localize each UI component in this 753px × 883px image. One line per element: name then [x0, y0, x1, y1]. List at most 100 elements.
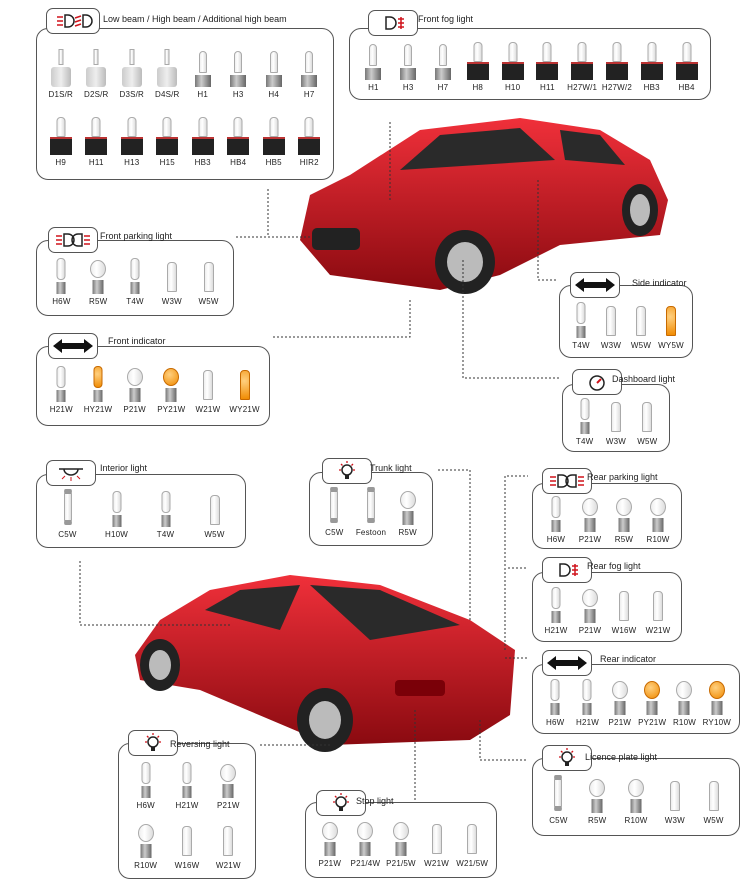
- xenon-bulb-icon: [121, 47, 143, 87]
- wedge-bulb-icon: [636, 394, 658, 434]
- bulb-rays-icon: [128, 730, 178, 756]
- group-title: Front indicator: [108, 336, 166, 346]
- bulb-item: R5W: [81, 254, 116, 306]
- wedge-bulb-icon: [204, 487, 226, 527]
- bulb-item: H6W: [126, 758, 166, 810]
- bulb-item: D1S/R: [44, 47, 77, 99]
- wedge-bulb-icon: [198, 254, 220, 294]
- xenon-bulb-icon: [85, 47, 107, 87]
- bulb-item: HY21W: [81, 362, 115, 414]
- bulb-label: W16W: [174, 861, 200, 870]
- parking-light-icon: [542, 468, 592, 494]
- bulb-item: W5W: [695, 773, 732, 825]
- bulb-item: P21W: [574, 492, 607, 544]
- group-title: Reversing light: [170, 739, 230, 749]
- bulb-label: W3W: [161, 297, 182, 306]
- bulb-item: HB4: [671, 40, 702, 92]
- capsule-bulb-icon: [155, 487, 177, 527]
- capsule-bulb-icon: [176, 758, 198, 798]
- bulb-item: WY21W: [227, 362, 261, 414]
- bulb-label: H6W: [545, 718, 565, 727]
- double-arrow-icon: [570, 272, 620, 298]
- group-title: Side indicator: [632, 278, 687, 288]
- festoon-bulb-icon: [57, 487, 79, 527]
- bulb-label: H21W: [575, 718, 599, 727]
- bulb-item: R10W: [126, 818, 166, 870]
- bulb-item: P21W: [313, 816, 347, 868]
- bulb-label: P21/4W: [350, 859, 381, 868]
- bulb-label: H10: [504, 83, 521, 92]
- bulb-item: D3S/R: [115, 47, 148, 99]
- bulb-label: RY10W: [702, 718, 732, 727]
- bulb-label: P21W: [578, 626, 602, 635]
- halogen-bulb-icon: [362, 40, 384, 80]
- bulb-item: P21W: [117, 362, 151, 414]
- bulb-label: H11: [540, 83, 555, 92]
- bulb-label: R10W: [624, 816, 648, 825]
- bulb-item: W3W: [154, 254, 189, 306]
- halogen-bulb-icon: [263, 47, 285, 87]
- bulb-item: H27W/1: [567, 40, 598, 92]
- ball-bulb-icon: [354, 816, 376, 856]
- bulb-label: D3S/R: [119, 90, 145, 99]
- bulb-item: H7: [427, 40, 458, 92]
- bulb-item: W21W: [208, 818, 248, 870]
- wedge-bulb-icon: [660, 298, 682, 338]
- bulb-item: PY21W: [154, 362, 188, 414]
- bulb-label: H6W: [546, 535, 566, 544]
- bulb-label: R5W: [398, 528, 417, 537]
- bulb-label: P21W: [318, 859, 342, 868]
- wedge-bulb-icon: [613, 583, 635, 623]
- bulb-label: HB4: [230, 158, 247, 167]
- double-arrow-icon: [542, 650, 592, 676]
- bulb-item: H6W: [540, 492, 573, 544]
- bulb-label: PY21W: [638, 718, 667, 727]
- bulb-label: P21W: [608, 718, 632, 727]
- capsule-bulb-icon: [576, 675, 598, 715]
- group-title: Front fog light: [418, 14, 474, 24]
- socket-bulb-icon: [605, 40, 628, 80]
- bulb-item: H1: [358, 40, 389, 92]
- capsule-bulb-icon: [545, 492, 567, 532]
- socket-bulb-icon: [85, 115, 108, 155]
- capsule-bulb-icon: [87, 362, 109, 402]
- festoon-bulb-icon: [323, 485, 345, 525]
- ball-bulb-icon: [124, 362, 146, 402]
- bulb-label: R5W: [588, 816, 607, 825]
- bulb-item: H15: [151, 115, 184, 167]
- group-title: Licence plate light: [585, 752, 658, 762]
- bulb-label: H10W: [104, 530, 129, 539]
- bulb-label: T4W: [575, 437, 594, 446]
- ball-bulb-icon: [673, 675, 695, 715]
- bulb-item: H1: [186, 47, 219, 99]
- bulb-label: H27W/2: [601, 83, 633, 92]
- ball-bulb-icon: [390, 816, 412, 856]
- ball-bulb-icon: [586, 773, 608, 813]
- dashboard-gauge-icon: [572, 369, 622, 395]
- bulb-rays-icon: [322, 458, 372, 484]
- bulb-label: WY5W: [658, 340, 684, 350]
- bulb-item: P21/5W: [384, 816, 418, 868]
- group-title: Interior light: [100, 463, 148, 473]
- group-title: Rear indicator: [600, 654, 657, 664]
- wedge-bulb-icon: [161, 254, 183, 294]
- bulb-item: HB4: [222, 115, 255, 167]
- ball-bulb-icon: [160, 362, 182, 402]
- socket-bulb-icon: [640, 40, 663, 80]
- bulb-label: H1: [197, 90, 209, 99]
- bulb-label: PY21W: [157, 405, 186, 414]
- bulb-item: H10W: [93, 487, 140, 539]
- bulb-label: H15: [159, 158, 175, 167]
- ball-bulb-icon: [579, 492, 601, 532]
- bulb-label: C5W: [549, 816, 568, 825]
- bulb-label: R5W: [89, 297, 108, 306]
- capsule-bulb-icon: [124, 254, 146, 294]
- bulb-label: H27W/1: [567, 83, 598, 92]
- bulb-label: W5W: [703, 816, 724, 825]
